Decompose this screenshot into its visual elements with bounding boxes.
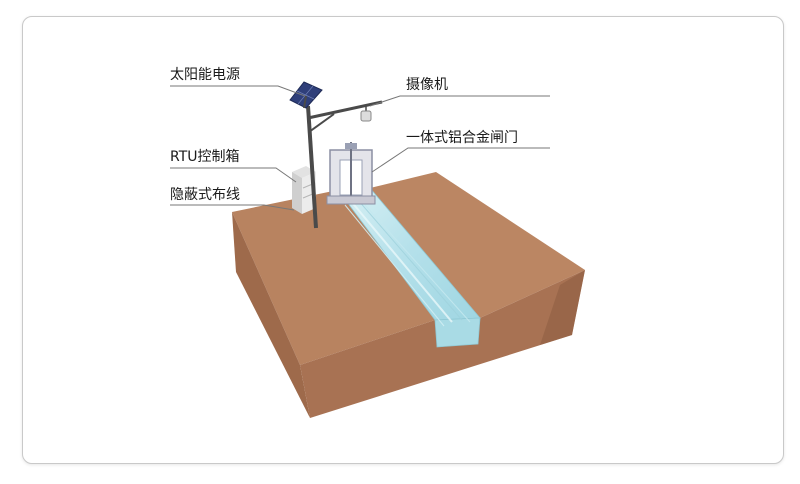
label-gate: 一体式铝合金闸门 bbox=[406, 130, 518, 146]
label-wiring: 隐蔽式布线 bbox=[170, 187, 240, 203]
pole bbox=[306, 105, 318, 229]
label-camera: 摄像机 bbox=[406, 77, 448, 93]
camera-icon bbox=[360, 106, 372, 122]
leader-lines bbox=[170, 85, 550, 211]
ground-top-left bbox=[232, 190, 435, 365]
label-rtu-box: RTU控制箱 bbox=[170, 149, 240, 165]
ground-front-face bbox=[232, 212, 310, 418]
channel-end-face bbox=[434, 317, 481, 348]
ground-top-right bbox=[370, 172, 585, 318]
aluminum-gate bbox=[326, 142, 376, 205]
label-solar-power: 太阳能电源 bbox=[170, 67, 240, 83]
ground-right-face bbox=[540, 270, 585, 345]
solar-pole bbox=[289, 81, 383, 229]
camera-arm bbox=[307, 100, 383, 120]
